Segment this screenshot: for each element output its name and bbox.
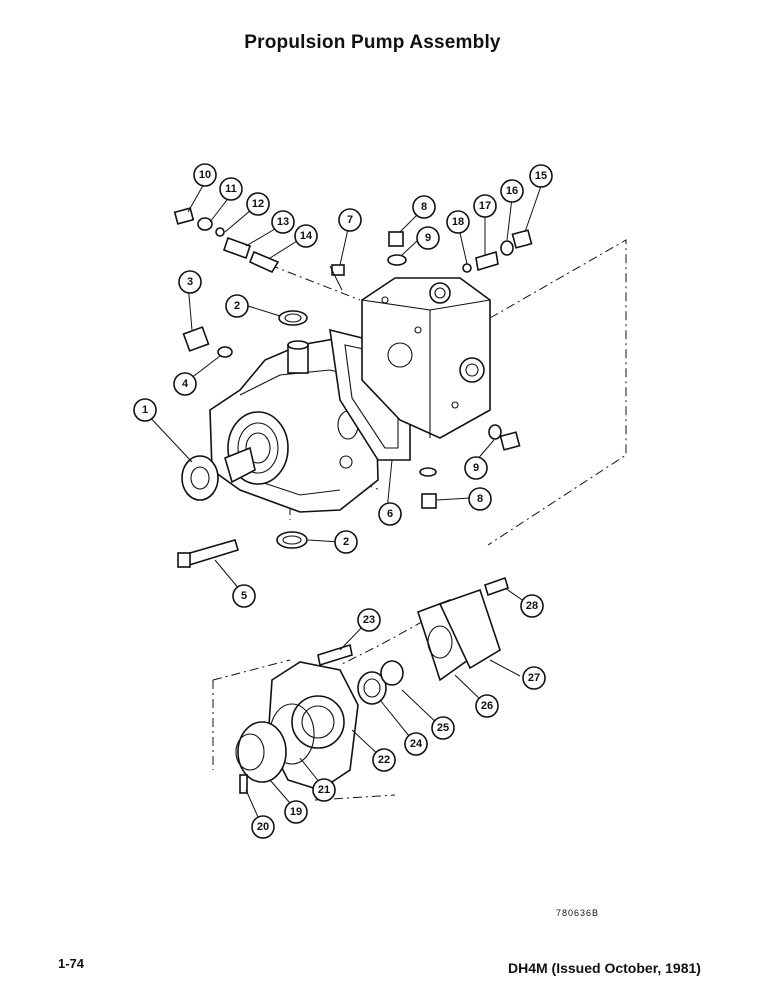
svg-text:19: 19 — [290, 806, 302, 818]
svg-text:9: 9 — [425, 232, 431, 244]
callout-13: 13 — [271, 210, 295, 234]
svg-text:23: 23 — [363, 614, 375, 626]
callout-1: 1 — [133, 398, 157, 422]
drawing-number: 780636B — [556, 908, 600, 918]
callout-14: 14 — [294, 224, 318, 248]
page-title: Propulsion Pump Assembly — [244, 32, 501, 53]
charge-pump-parts — [235, 576, 509, 794]
callout-16: 16 — [500, 179, 524, 203]
callout-9a: 9 — [416, 226, 440, 250]
callout-7: 7 — [338, 208, 362, 232]
svg-text:17: 17 — [479, 200, 491, 212]
svg-text:24: 24 — [410, 738, 423, 750]
pump-housing — [209, 337, 379, 513]
callout-28: 28 — [520, 594, 544, 618]
callout-2b: 2 — [334, 530, 358, 554]
callout-5: 5 — [232, 584, 256, 608]
page-number: 1-74 — [58, 956, 85, 971]
svg-text:3: 3 — [187, 276, 193, 288]
svg-text:8: 8 — [477, 493, 483, 505]
svg-text:10: 10 — [199, 169, 211, 181]
callout-21: 21 — [312, 778, 336, 802]
svg-text:18: 18 — [452, 216, 464, 228]
callout-23: 23 — [357, 608, 381, 632]
callout-25: 25 — [431, 716, 455, 740]
drive-shaft — [224, 446, 256, 484]
callout-20: 20 — [251, 815, 275, 839]
svg-text:22: 22 — [378, 754, 390, 766]
callout-4: 4 — [173, 372, 197, 396]
callout-17: 17 — [473, 194, 497, 218]
svg-text:15: 15 — [535, 170, 547, 182]
svg-text:4: 4 — [182, 378, 189, 390]
svg-text:5: 5 — [241, 590, 247, 602]
callout-26: 26 — [475, 694, 499, 718]
callout-9b: 9 — [464, 456, 488, 480]
svg-text:16: 16 — [506, 185, 518, 197]
svg-text:8: 8 — [421, 201, 427, 213]
callout-22: 22 — [372, 748, 396, 772]
svg-text:9: 9 — [473, 462, 479, 474]
callout-2a: 2 — [225, 294, 249, 318]
callout-19: 19 — [284, 800, 308, 824]
small-parts-mid — [177, 424, 521, 568]
svg-text:14: 14 — [300, 230, 313, 242]
callout-27: 27 — [522, 666, 546, 690]
svg-text:7: 7 — [347, 214, 353, 226]
svg-text:6: 6 — [387, 508, 393, 520]
callout-18: 18 — [446, 210, 470, 234]
document-footer: DH4M (Issued October, 1981) — [508, 960, 701, 976]
callout-24: 24 — [404, 732, 428, 756]
svg-text:28: 28 — [526, 600, 538, 612]
svg-text:21: 21 — [318, 784, 330, 796]
callout-3: 3 — [178, 270, 202, 294]
end-cap-block — [361, 277, 491, 439]
callout-6: 6 — [378, 502, 402, 526]
callout-15: 15 — [529, 164, 553, 188]
svg-text:25: 25 — [437, 722, 449, 734]
svg-text:2: 2 — [343, 536, 349, 548]
callout-12: 12 — [246, 192, 270, 216]
svg-text:11: 11 — [225, 183, 237, 195]
callout-10: 10 — [193, 163, 217, 187]
callout-8a: 8 — [412, 195, 436, 219]
small-parts-top — [173, 207, 533, 358]
callout-8b: 8 — [468, 487, 492, 511]
svg-text:12: 12 — [252, 198, 264, 210]
svg-text:1: 1 — [142, 404, 148, 416]
svg-text:20: 20 — [257, 821, 269, 833]
svg-text:26: 26 — [481, 700, 493, 712]
callout-11: 11 — [219, 177, 243, 201]
svg-text:13: 13 — [277, 216, 289, 228]
svg-text:2: 2 — [234, 300, 240, 312]
svg-text:27: 27 — [528, 672, 540, 684]
